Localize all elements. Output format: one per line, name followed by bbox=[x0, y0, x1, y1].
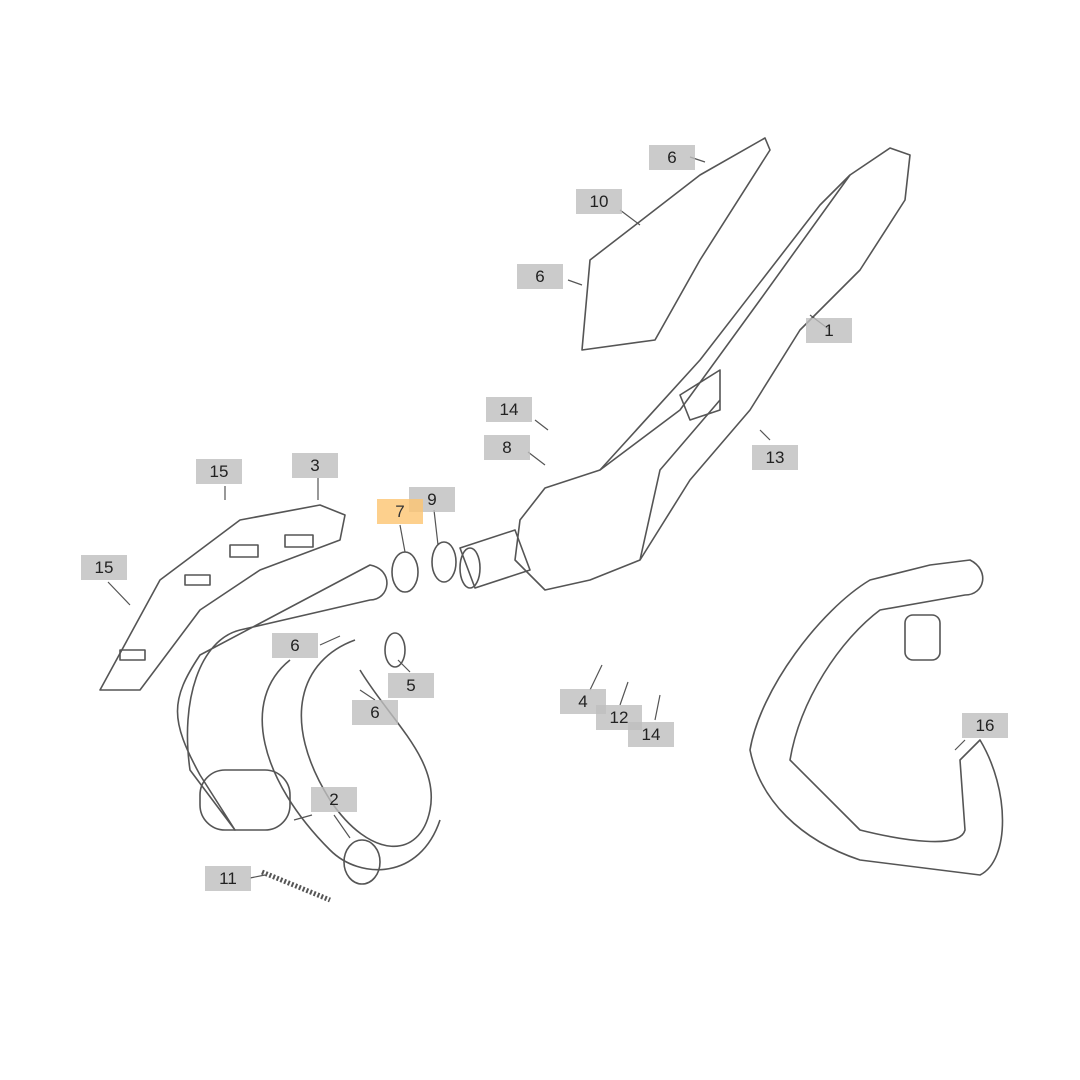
callout-label: 5 bbox=[388, 673, 434, 698]
callout-label-highlighted: 7 bbox=[377, 499, 423, 524]
callout-label: 2 bbox=[311, 787, 357, 812]
clamp-part bbox=[431, 541, 457, 583]
heat-shield-part bbox=[581, 137, 771, 351]
spring-part bbox=[261, 869, 331, 903]
callout-label: 8 bbox=[484, 435, 530, 460]
callout-label: 15 bbox=[196, 459, 242, 484]
header-pipe-part bbox=[176, 564, 388, 831]
callout-label: 6 bbox=[272, 633, 318, 658]
callout-label: 14 bbox=[486, 397, 532, 422]
callout-label: 6 bbox=[352, 700, 398, 725]
callout-label: 6 bbox=[649, 145, 695, 170]
callout-label: 3 bbox=[292, 453, 338, 478]
callout-label: 14 bbox=[628, 722, 674, 747]
muffler-part bbox=[514, 147, 911, 591]
header-shield-part bbox=[99, 504, 346, 691]
callout-label: 6 bbox=[517, 264, 563, 289]
gasket-part bbox=[391, 551, 419, 593]
callout-label: 13 bbox=[752, 445, 798, 470]
pipe-16-part bbox=[749, 559, 1004, 876]
callout-label: 15 bbox=[81, 555, 127, 580]
callout-label: 1 bbox=[806, 318, 852, 343]
callout-label: 11 bbox=[205, 866, 251, 891]
callout-label: 10 bbox=[576, 189, 622, 214]
callout-label: 16 bbox=[962, 713, 1008, 738]
